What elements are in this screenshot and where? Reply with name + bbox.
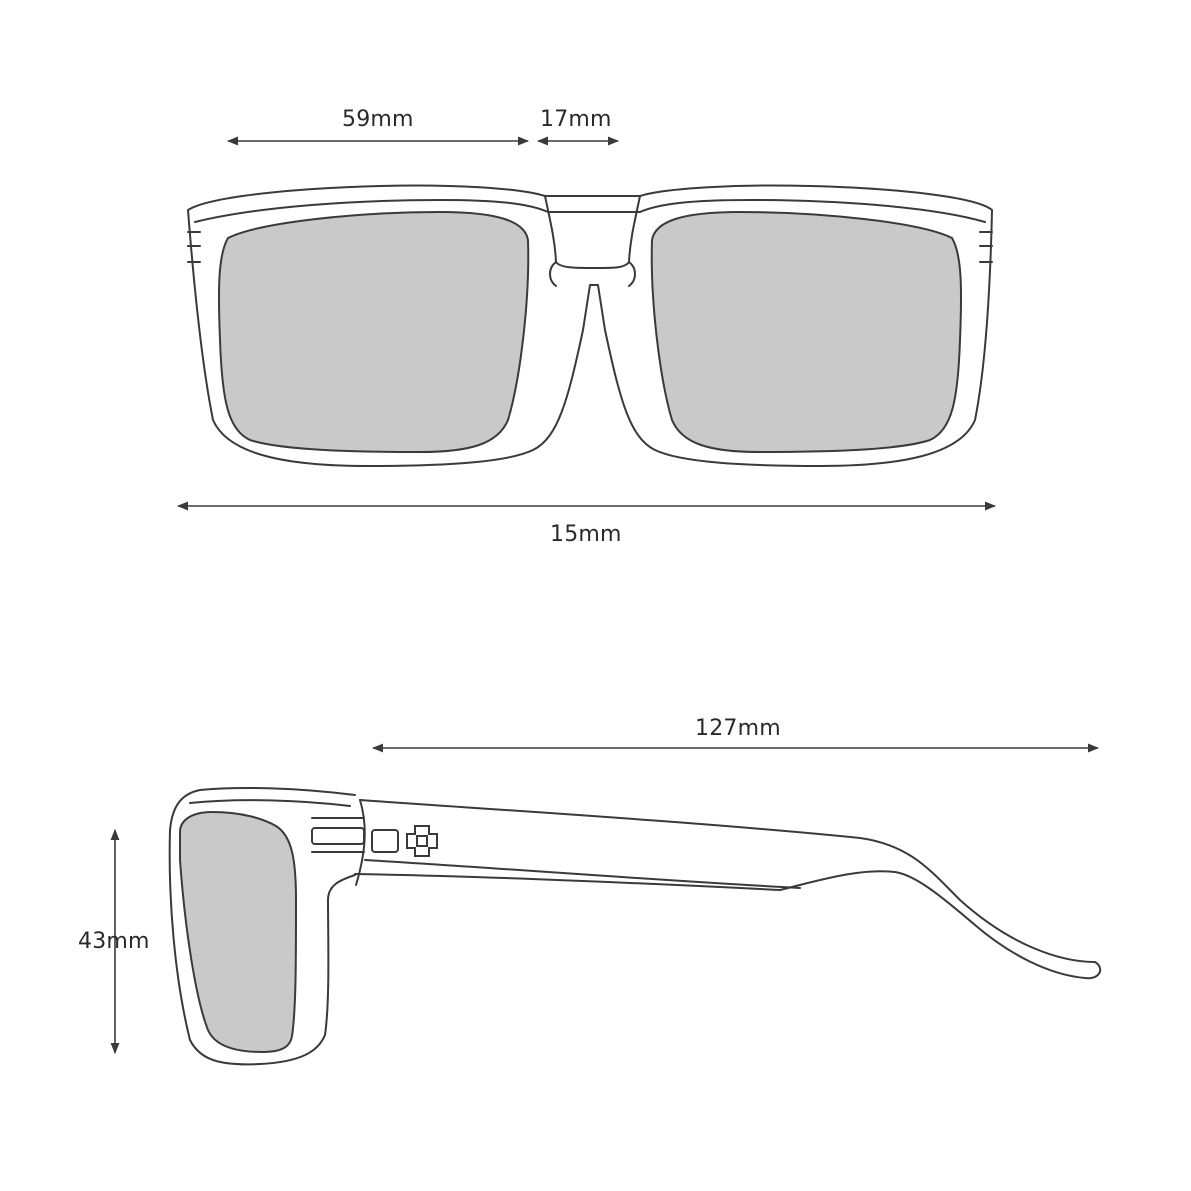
left-lens <box>217 210 530 454</box>
temple-length-label: 127mm <box>695 716 781 741</box>
front-dimension-lines <box>176 136 997 511</box>
hinge-slot-lines <box>311 817 365 853</box>
hinge-plate <box>371 829 399 853</box>
bridge-width-label: 17mm <box>540 107 612 132</box>
right-hinge-lines <box>979 231 993 263</box>
frame-width-label: 15mm <box>550 522 622 547</box>
spy-plus-logo-icon <box>406 825 438 857</box>
side-view <box>168 786 1102 1066</box>
temple-inner-line <box>364 859 801 889</box>
lens-height-label: 43mm <box>78 929 150 954</box>
bridge-right-line <box>628 195 641 263</box>
front-view <box>187 184 993 467</box>
side-dimension-lines <box>110 743 1100 1055</box>
right-lens <box>650 210 963 454</box>
left-hinge-lines <box>187 231 201 263</box>
side-inner-line <box>189 799 351 807</box>
side-frame-outline <box>168 786 356 1066</box>
lens-width-label: 59mm <box>342 107 414 132</box>
bridge-left-line <box>544 195 557 263</box>
front-brow-line <box>194 199 986 223</box>
temple-arm <box>354 799 1102 980</box>
hinge-slot <box>311 827 365 845</box>
bridge-nose-pad <box>549 261 636 287</box>
side-lens <box>179 810 298 1054</box>
